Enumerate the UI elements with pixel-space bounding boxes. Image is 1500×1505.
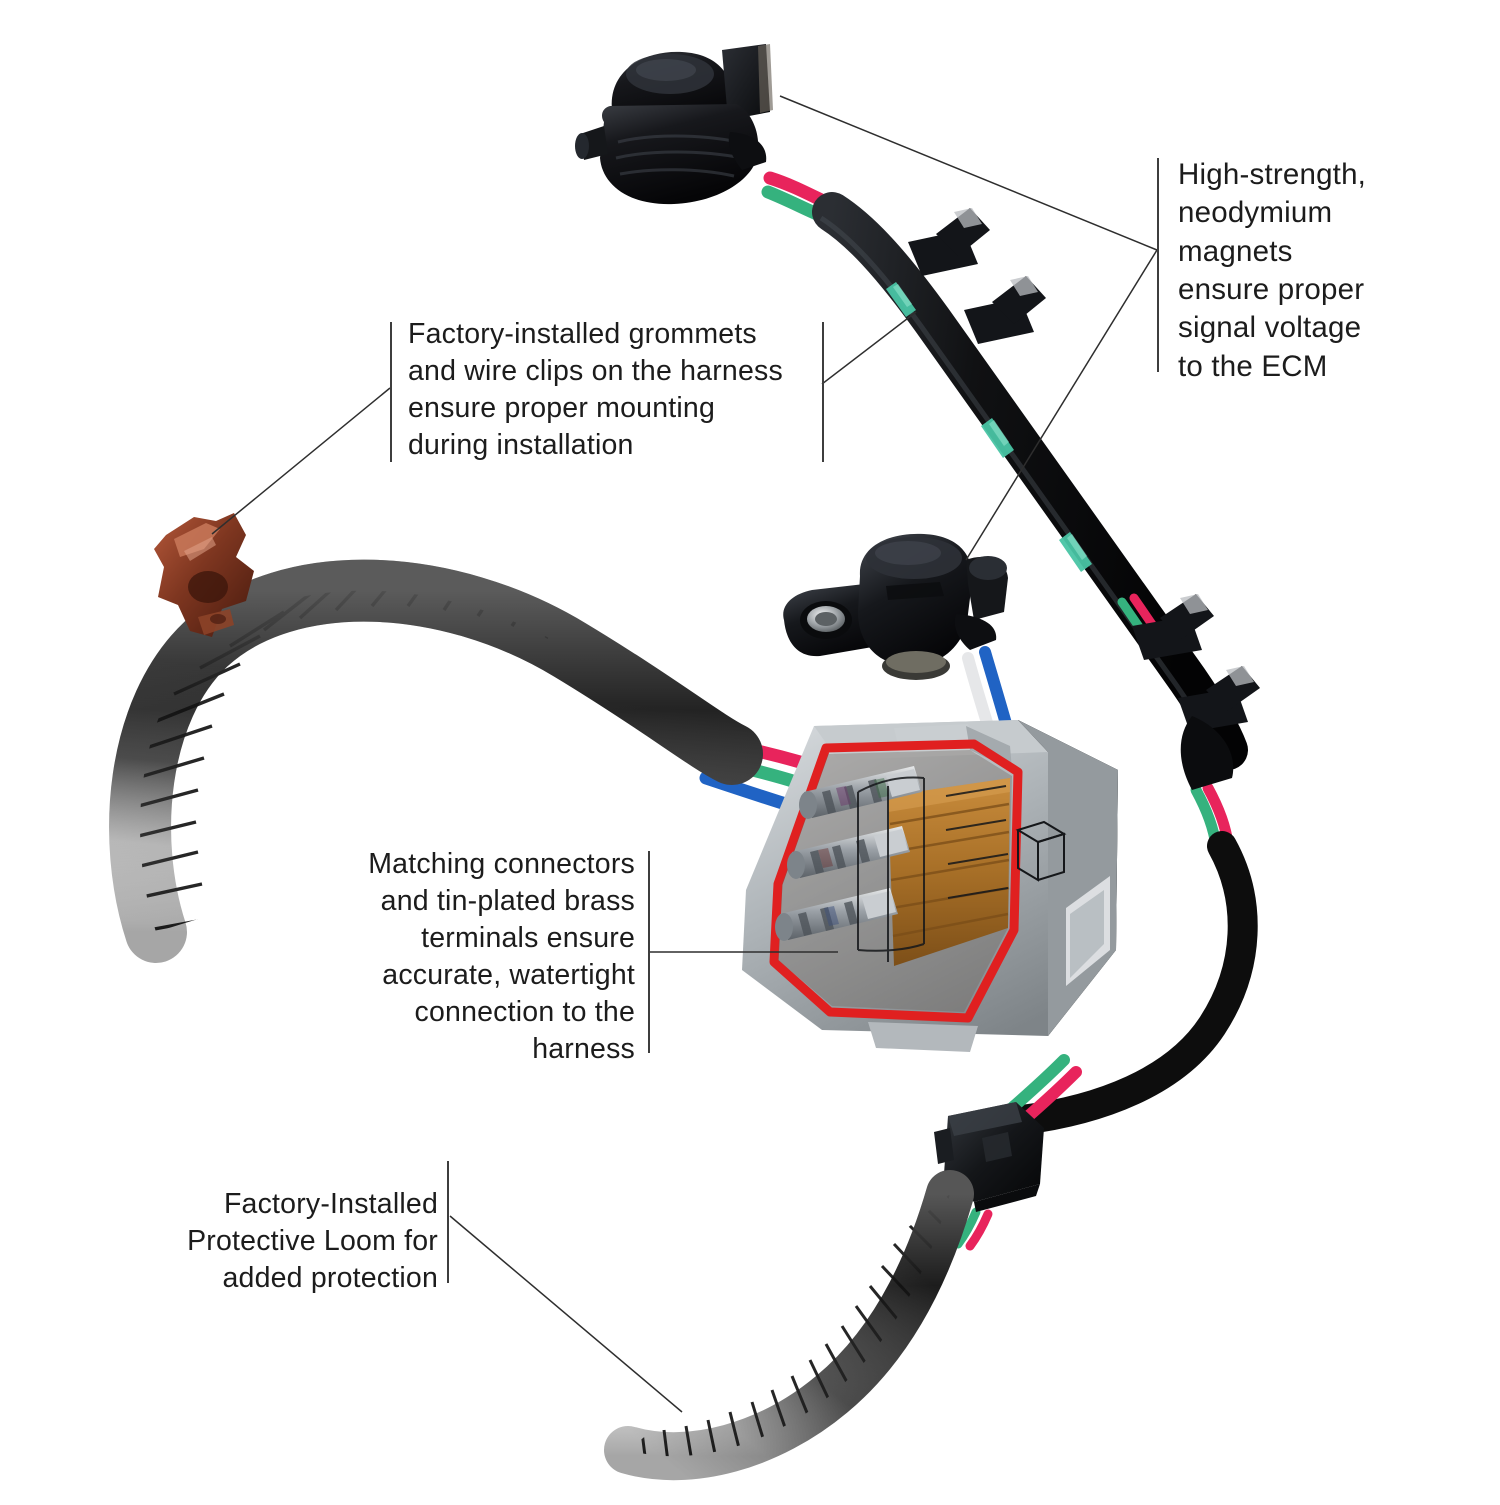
rule-grommets-left <box>390 322 392 462</box>
rule-grommets-right <box>822 322 824 462</box>
rule-loom <box>447 1161 449 1283</box>
rule-connectors <box>648 851 650 1053</box>
callout-connectors-text: Matching connectors and tin-plated brass… <box>368 848 635 1066</box>
rule-magnets <box>1157 158 1159 372</box>
callout-grommets-text: Factory-installed grommets and wire clip… <box>408 318 783 462</box>
bottom-connector-block <box>930 1098 1060 1218</box>
middle-sensor <box>778 528 1038 708</box>
left-protective-loom <box>118 540 758 940</box>
callout-magnets-text: High-strength, neodymium magnets ensure … <box>1178 158 1367 383</box>
callout-loom-text: Factory-Installed Protective Loom for ad… <box>187 1188 438 1295</box>
bottom-protective-loom <box>620 1150 1040 1480</box>
cutaway-connector <box>718 700 1158 1060</box>
grommet-clip <box>150 505 280 660</box>
top-sensor <box>570 38 800 228</box>
